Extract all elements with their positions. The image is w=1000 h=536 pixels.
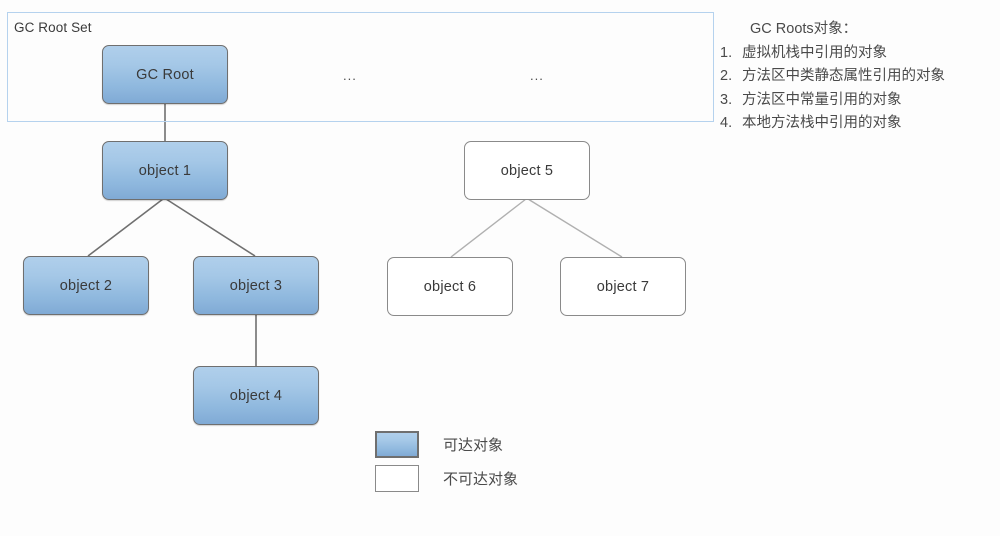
note-item-1-text: 虚拟机栈中引用的对象 <box>742 44 887 61</box>
legend-label-unreachable: 不可达对象 <box>443 470 519 488</box>
node-object-5[interactable]: object 5 <box>464 141 590 200</box>
note-item-2-text: 方法区中类静态属性引用的对象 <box>742 68 945 84</box>
note-item-3-number: 3. <box>720 91 733 108</box>
gc-roots-note: GC Roots对象： 1. 虚拟机栈中引用的对象 2. 方法区中类静态属性引用的对… <box>720 18 995 136</box>
node-object-6[interactable]: object 6 <box>387 257 513 316</box>
legend-swatch-reachable <box>375 430 419 458</box>
node-object-7[interactable]: object 7 <box>560 257 686 316</box>
note-item-1-number: 1. <box>720 44 733 61</box>
node-object-3[interactable]: object 3 <box>193 256 319 315</box>
legend-row-unreachable: 不可达对象 <box>375 461 518 495</box>
gc-root-set-label: GC Root Set <box>14 20 92 35</box>
node-gc-root[interactable]: GC Root <box>102 45 228 104</box>
gc-root-set-container <box>7 12 714 122</box>
edge-object1-object3 <box>165 198 256 257</box>
gc-roots-note-list: 1. 虚拟机栈中引用的对象 2. 方法区中类静态属性引用的对象 3. 方法区中常量引用… <box>720 42 995 136</box>
edge-object5-object6 <box>450 198 527 258</box>
note-item-4-number: 4. <box>720 115 733 131</box>
gc-roots-note-item-4: 4. 本地方法栈中引用的对象 <box>720 112 995 136</box>
root-set-ellipsis-1: ... <box>343 68 357 83</box>
root-set-ellipsis-2: ... <box>530 68 544 83</box>
gc-roots-note-item-1: 1. 虚拟机栈中引用的对象 <box>720 42 995 66</box>
gc-roots-note-item-3: 3. 方法区中常量引用的对象 <box>720 89 995 113</box>
gc-roots-note-title: GC Roots对象： <box>750 21 858 37</box>
node-object-1[interactable]: object 1 <box>102 141 228 200</box>
legend-swatch-unreachable <box>375 464 419 492</box>
node-object-2[interactable]: object 2 <box>23 256 149 315</box>
note-item-3-text: 方法区中常量引用的对象 <box>742 91 902 108</box>
edge-object5-object7 <box>527 198 623 258</box>
note-item-4-text: 本地方法栈中引用的对象 <box>742 115 902 131</box>
legend: 可达对象 不可达对象 <box>375 427 518 495</box>
gc-roots-note-item-2: 2. 方法区中类静态属性引用的对象 <box>720 65 995 89</box>
legend-row-reachable: 可达对象 <box>375 427 518 461</box>
edge-object1-object2 <box>87 198 164 257</box>
legend-label-reachable: 可达对象 <box>443 436 504 454</box>
note-item-2-number: 2. <box>720 68 733 84</box>
node-object-4[interactable]: object 4 <box>193 366 319 425</box>
